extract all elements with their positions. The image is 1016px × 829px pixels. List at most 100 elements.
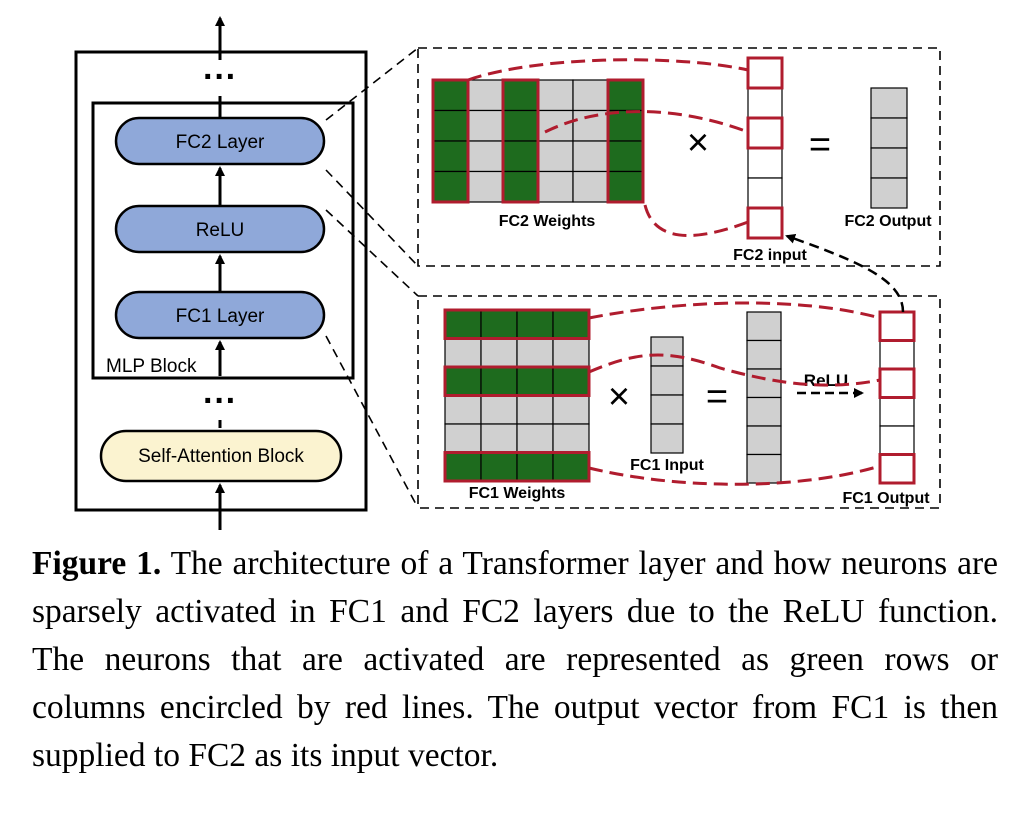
fc1-weight-cell	[516, 337, 554, 368]
fc2-active-column-outline	[501, 78, 540, 204]
fc1-weights-matrix	[443, 308, 591, 483]
fc1-weight-cell	[480, 337, 518, 368]
fc1-weight-cell	[480, 366, 518, 397]
fc2-weight-cell	[537, 170, 574, 203]
fc1-weight-cell	[480, 309, 518, 340]
fc1-equals-symbol: =	[706, 376, 728, 418]
fc2-weight-cell	[432, 109, 469, 142]
fc1-weights-label: FC1 Weights	[469, 485, 566, 502]
fc1-pre-activation-cell	[746, 339, 782, 370]
fc1-weight-cell	[552, 309, 590, 340]
fc1-output-cell	[879, 311, 915, 342]
fc1-weight-cell	[552, 366, 590, 397]
fc1-weight-cell	[480, 423, 518, 454]
fc2-weight-cell	[607, 109, 644, 142]
fc1-weight-cell	[480, 451, 518, 482]
fc2-weight-cell	[432, 79, 469, 112]
fc1-active-row-outline	[443, 308, 591, 340]
figure-canvas: MLP Block FC2 Layer ReLU FC1 Layer Self-…	[74, 16, 941, 530]
zoom-connectors	[325, 47, 419, 509]
fc1-weight-cell	[552, 451, 590, 482]
fc2-weight-cell	[467, 170, 504, 203]
fc1-input-label: FC1 Input	[630, 457, 704, 474]
fc2-input-cell	[747, 147, 783, 179]
fc2-input-cell	[747, 87, 783, 119]
fc1-weight-cell	[552, 423, 590, 454]
fc1-input-cell	[650, 336, 684, 367]
fc1-multiply-symbol: ×	[608, 376, 630, 418]
fc1-pre-activation-cell	[746, 368, 782, 399]
fc2-activation-links	[467, 58, 749, 237]
fc1-output-cell	[879, 339, 915, 370]
fc2-input-vector	[746, 56, 784, 240]
fc2-output-cell	[870, 177, 908, 209]
fc1-weight-cell	[516, 394, 554, 425]
fc2-weight-cell	[502, 170, 539, 203]
fc1-output-active-outline	[878, 367, 916, 399]
fc1-pre-activation-cell	[746, 453, 782, 484]
caption-label: Figure 1.	[32, 545, 162, 582]
fc2-input-active-outline	[746, 116, 784, 150]
fc2-weight-cell	[537, 79, 574, 112]
fc2-weight-cell	[467, 109, 504, 142]
fc1-output-active-outline	[878, 453, 916, 485]
fc2-multiply-symbol: ×	[687, 122, 709, 164]
fc1-weight-cell	[516, 366, 554, 397]
fc2-weight-cell	[537, 140, 574, 173]
caption-text: The architecture of a Transformer layer …	[32, 545, 998, 774]
fc1-weight-cell	[444, 337, 482, 368]
fc1-active-row-outline	[443, 365, 591, 397]
fc1-output-cell	[879, 453, 915, 484]
fc2-weight-cell	[572, 170, 609, 203]
fc2-weight-cell	[572, 79, 609, 112]
fc2-input-cell	[747, 207, 783, 239]
figure-caption: Figure 1. The architecture of a Transfor…	[32, 540, 998, 780]
fc2-detail-panel	[417, 47, 941, 267]
fc1-detail-panel	[417, 295, 941, 509]
fc2-output-label: FC2 Output	[844, 213, 932, 230]
fc1-weight-cell	[444, 451, 482, 482]
fc2-output-cell	[870, 87, 908, 119]
fc1-weight-cell	[444, 309, 482, 340]
fc2-weight-cell	[607, 79, 644, 112]
fc2-weights-label: FC2 Weights	[499, 213, 596, 230]
fc1-output-cell	[879, 368, 915, 399]
fc1-output-label: FC1 Output	[842, 490, 930, 507]
fc2-weight-cell	[502, 79, 539, 112]
fc1-input-cell	[650, 394, 684, 425]
fc1-output-cell	[879, 396, 915, 427]
fc2-active-column-outline	[431, 78, 470, 204]
fc1-weight-cell	[552, 394, 590, 425]
fc1-weight-cell	[516, 309, 554, 340]
fc2-weight-cell	[502, 140, 539, 173]
fc2-weight-cell	[502, 109, 539, 142]
relu-label: ReLU	[196, 220, 245, 241]
fc2-weights-matrix	[431, 78, 645, 204]
fc1-output-active-outline	[878, 310, 916, 342]
fc2-input-cell	[747, 177, 783, 209]
fc1-output-cell	[879, 425, 915, 456]
ellipsis-top: ···	[203, 58, 237, 96]
mlp-block-label: MLP Block	[106, 356, 197, 377]
fc1-pre-activation-cell	[746, 396, 782, 427]
fc1-weight-cell	[516, 423, 554, 454]
fc1-weight-cell	[444, 366, 482, 397]
fc2-weight-cell	[432, 140, 469, 173]
fc1-input-vector	[650, 336, 684, 454]
fc1-layer-label: FC1 Layer	[176, 306, 265, 327]
fc2-weight-cell	[607, 140, 644, 173]
fc2-input-active-outline	[746, 56, 784, 90]
fc2-weight-cell	[572, 140, 609, 173]
mlp-block-box	[91, 101, 355, 380]
fc2-output-vector	[870, 87, 908, 209]
fc2-weight-cell	[432, 170, 469, 203]
fc2-input-label: FC2 input	[733, 247, 807, 264]
fc1-weight-cell	[516, 451, 554, 482]
self-attention-box	[99, 429, 343, 483]
ellipsis-bottom: ···	[203, 382, 237, 420]
fc2-output-cell	[870, 147, 908, 179]
fc2-output-cell	[870, 117, 908, 149]
fc1-weight-cell	[480, 394, 518, 425]
architecture-figure: MLP Block FC2 Layer ReLU FC1 Layer Self-…	[74, 16, 941, 530]
fc1-output-to-fc2-input-arrow	[785, 233, 905, 313]
